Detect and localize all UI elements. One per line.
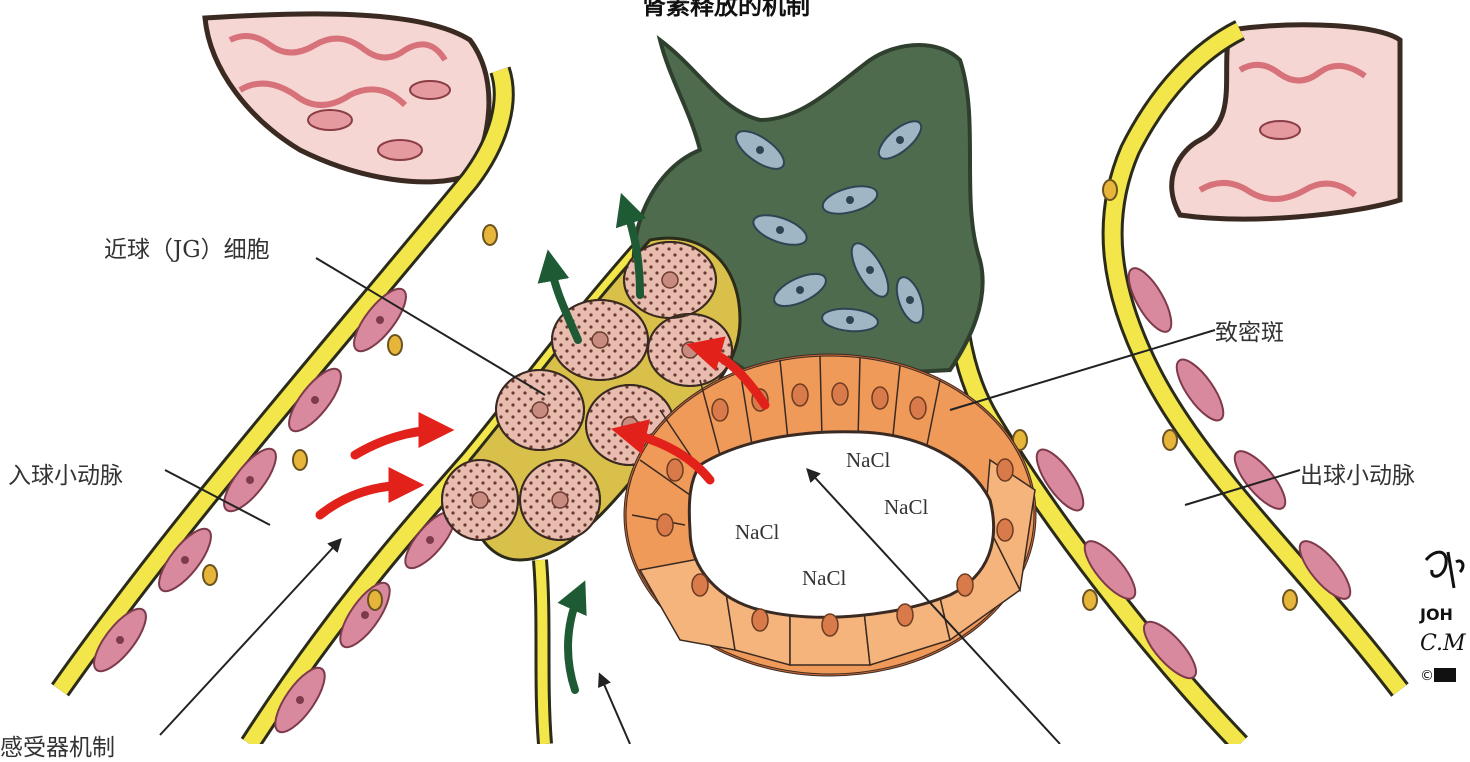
nacl-label: NaCl xyxy=(846,448,890,473)
figure-title: 肾素释放的机制 xyxy=(642,0,810,21)
diagram-stage: 肾素释放的机制 近球（JG）细胞 致密斑 入球小动脉 出球小动脉 感受器机制 N… xyxy=(0,0,1470,744)
label-bottom-left: 感受器机制 xyxy=(0,728,115,762)
nacl-label: NaCl xyxy=(735,520,779,545)
artist-signature: JOH C.M © xyxy=(1418,540,1470,690)
signature-text: JOH xyxy=(1419,605,1453,624)
signature-text: C.M xyxy=(1420,631,1466,656)
nacl-label: NaCl xyxy=(884,495,928,520)
signature-text: © xyxy=(1420,668,1434,684)
label-macula-densa: 致密斑 xyxy=(1215,313,1284,347)
juxtaglomerular-apparatus-illustration xyxy=(0,0,1470,744)
label-efferent-arteriole: 出球小动脉 xyxy=(1300,456,1415,490)
label-jg-cells: 近球（JG）细胞 xyxy=(104,230,270,264)
glomerular-capillary-left xyxy=(205,14,489,182)
nacl-label: NaCl xyxy=(802,566,846,591)
label-afferent-arteriole: 入球小动脉 xyxy=(8,456,123,490)
